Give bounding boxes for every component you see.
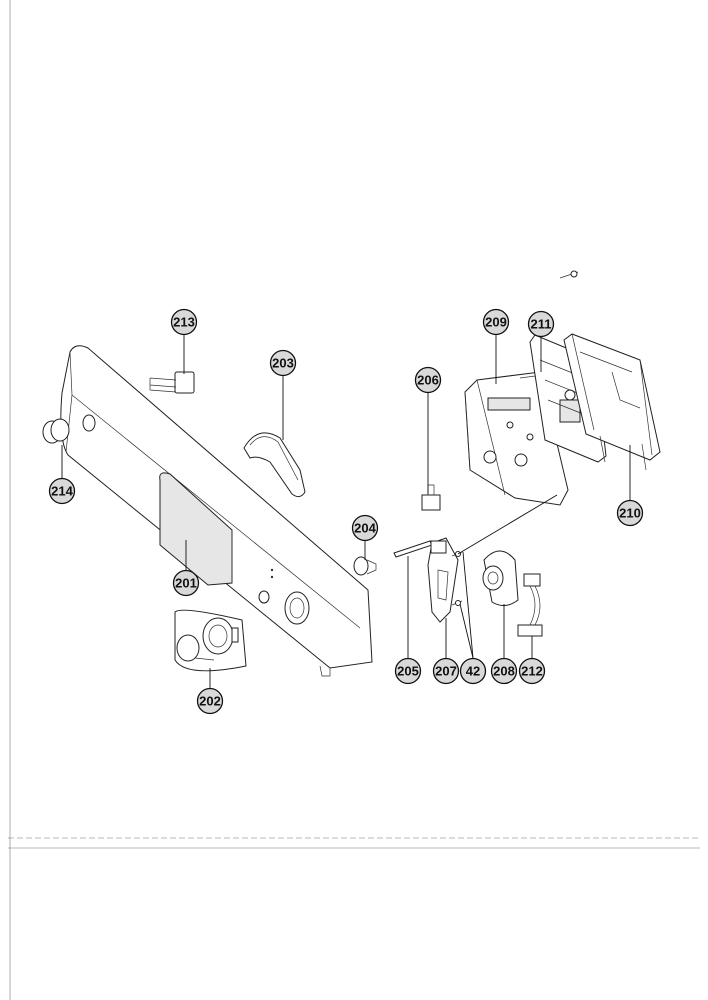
callout-210-label: 210 <box>619 506 641 521</box>
callout-202-label: 202 <box>199 694 221 709</box>
callout-214: 214 <box>48 477 76 505</box>
leader-lines <box>61 335 631 688</box>
callout-209-label: 209 <box>485 315 507 330</box>
wire-harness-part <box>517 573 543 637</box>
callout-209: 209 <box>482 308 510 336</box>
callout-210: 210 <box>616 499 644 527</box>
knob-part <box>42 418 70 444</box>
bracket-part <box>427 537 459 623</box>
handle-cover-part <box>243 432 306 498</box>
callout-203: 203 <box>269 349 297 377</box>
callout-207: 207 <box>432 657 460 685</box>
callout-42-label: 42 <box>466 664 480 679</box>
lever-part <box>393 540 433 558</box>
callout-205: 205 <box>394 657 422 685</box>
control-panel-part <box>60 345 373 677</box>
callout-205-label: 205 <box>397 664 419 679</box>
callout-214-label: 214 <box>51 484 73 499</box>
callout-203-label: 203 <box>272 356 294 371</box>
callout-212-label: 212 <box>521 664 543 679</box>
callout-212: 212 <box>518 657 546 685</box>
callout-213-label: 213 <box>173 315 195 330</box>
callout-201-label: 201 <box>175 576 197 591</box>
knob-assembly-part <box>174 609 247 672</box>
callout-206-label: 206 <box>417 373 439 388</box>
callout-204-label: 204 <box>354 521 376 536</box>
callout-204: 204 <box>351 514 379 542</box>
callout-202: 202 <box>196 687 224 715</box>
callout-206: 206 <box>414 366 442 394</box>
back-cover-part <box>559 270 661 471</box>
callout-213: 213 <box>170 308 198 336</box>
callout-208-label: 208 <box>493 664 515 679</box>
switch-part <box>149 371 195 394</box>
selector-switch-part <box>482 550 519 606</box>
callout-42: 42 <box>459 657 487 685</box>
callout-211-label: 211 <box>531 317 552 332</box>
pin-part <box>421 484 441 511</box>
callout-208: 208 <box>490 657 518 685</box>
callout-211: 211 <box>527 310 555 338</box>
gear-part <box>353 556 377 576</box>
callout-207-label: 207 <box>435 664 457 679</box>
callout-201: 201 <box>172 569 200 597</box>
